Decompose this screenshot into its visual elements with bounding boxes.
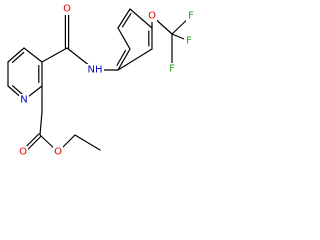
pyridine-nitrogen-symbol: N <box>20 95 27 106</box>
amide-oxygen-symbol: O <box>63 4 71 15</box>
amide-nh-symbol: NH <box>88 65 103 76</box>
fluorine-bottom-label: F <box>167 63 177 75</box>
bond-c1-c2 <box>74 134 101 151</box>
ester-carbonyl-oxygen-symbol: O <box>19 147 27 158</box>
bond-p3-p4-inner <box>11 85 25 97</box>
fluorine-bottom-symbol: F <box>169 64 175 75</box>
bond-a4-a5 <box>129 8 153 29</box>
bond-p6-p1 <box>23 47 43 63</box>
fluorine-right-symbol: F <box>186 36 192 47</box>
bond-a3-a4-inner <box>121 12 132 28</box>
ester-oxygen-label: O <box>53 146 63 158</box>
ether-oxygen-label: O <box>147 10 157 22</box>
ester-carbonyl-oxygen-label: O <box>18 146 28 158</box>
bond-p1-c7 <box>41 47 68 63</box>
fluorine-top-symbol: F <box>188 11 194 22</box>
bond-p5-p6 <box>7 47 25 63</box>
bond-layer <box>7 8 192 154</box>
atom-label-layer: O NH O F F F N O <box>18 3 196 158</box>
ether-oxygen-symbol: O <box>148 11 156 22</box>
bond-a6-a1 <box>117 48 153 71</box>
bond-a1-a2 <box>117 48 131 71</box>
bond-a2-a3 <box>117 27 131 50</box>
bond-ch2-ce <box>39 111 43 136</box>
bond-p5-p6-inner <box>11 51 25 63</box>
fluorine-right-label: F <box>184 35 194 47</box>
chemical-structure: O NH O F F F N O <box>7 3 196 158</box>
bond-a3-a4 <box>117 8 131 29</box>
pyridine-nitrogen-label: N <box>19 94 29 106</box>
amide-oxygen-label: O <box>62 3 72 15</box>
bond-a1-a2-inner <box>116 49 127 66</box>
fluorine-top-label: F <box>186 10 196 22</box>
ester-oxygen-symbol: O <box>54 147 62 158</box>
amide-nh-label: NH <box>86 64 104 76</box>
